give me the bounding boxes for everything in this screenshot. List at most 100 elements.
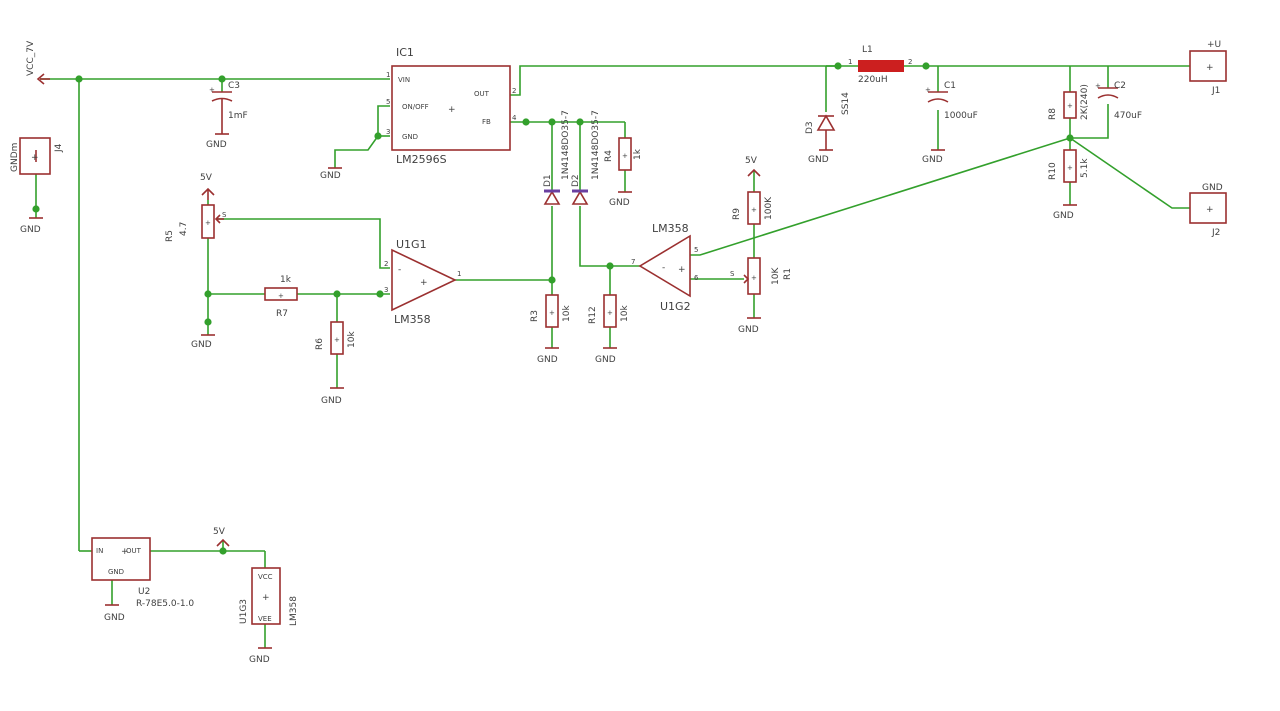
svg-text:1: 1 bbox=[848, 58, 852, 66]
resistor-r4: + R4 1k bbox=[604, 137, 643, 171]
vcc-symbol: VCC_7V bbox=[26, 40, 50, 85]
svg-text:+: + bbox=[1206, 205, 1214, 215]
svg-text:GND: GND bbox=[1202, 183, 1223, 193]
svg-text:2: 2 bbox=[384, 260, 388, 268]
svg-text:+: + bbox=[751, 274, 757, 282]
svg-text:L1: L1 bbox=[862, 45, 873, 55]
svg-text:U1G2: U1G2 bbox=[660, 300, 691, 313]
svg-text:2K(240): 2K(240) bbox=[1080, 84, 1090, 120]
resistor-r7: + 1k R7 bbox=[264, 275, 298, 319]
svg-text:1N4148DO35-7: 1N4148DO35-7 bbox=[591, 110, 601, 180]
svg-text:J2: J2 bbox=[1211, 228, 1220, 238]
svg-text:6: 6 bbox=[694, 274, 699, 282]
potentiometer-r1: + S 10K R1 bbox=[730, 257, 793, 295]
inductor-l1: L1 220uH 1 2 bbox=[848, 45, 912, 85]
svg-text:2: 2 bbox=[512, 87, 516, 95]
svg-text:R6: R6 bbox=[315, 338, 325, 350]
connector-j2: + GND J2 bbox=[1189, 183, 1227, 238]
diode-d2: D2 1N4148DO35-7 bbox=[571, 110, 601, 205]
junction-dot bbox=[376, 290, 384, 298]
svg-text:J1: J1 bbox=[1211, 86, 1220, 96]
svg-text:+: + bbox=[448, 105, 456, 115]
svg-text:IC1: IC1 bbox=[396, 46, 414, 59]
svg-text:+: + bbox=[334, 336, 340, 344]
svg-text:GND: GND bbox=[808, 155, 829, 165]
svg-text:OUT: OUT bbox=[474, 90, 490, 98]
svg-text:1N4148DO35-7: 1N4148DO35-7 bbox=[561, 110, 571, 180]
svg-text:GND: GND bbox=[738, 325, 759, 335]
svg-text:IN: IN bbox=[96, 547, 103, 555]
junction-dot bbox=[922, 62, 930, 70]
regulator-u2: IN OUT GND + U2 R-78E5.0-1.0 bbox=[91, 537, 194, 609]
svg-text:5.1k: 5.1k bbox=[1080, 158, 1090, 178]
supply-5v-u2: 5V bbox=[213, 527, 230, 547]
opamp-u1g3: VCC VEE + U1G3 LM358 bbox=[239, 567, 299, 626]
svg-text:+: + bbox=[678, 265, 686, 275]
svg-text:+: + bbox=[549, 309, 555, 317]
resistor-r12: + R12 10k bbox=[588, 294, 630, 328]
junction-dot bbox=[204, 318, 212, 326]
svg-text:VCC: VCC bbox=[258, 573, 273, 581]
svg-text:GND: GND bbox=[321, 396, 342, 406]
svg-text:R10: R10 bbox=[1048, 162, 1058, 180]
svg-text:GND: GND bbox=[922, 155, 943, 165]
svg-text:LM2596S: LM2596S bbox=[396, 153, 447, 166]
svg-text:4.7: 4.7 bbox=[179, 222, 189, 236]
junction-dot bbox=[374, 132, 382, 140]
junction-dot bbox=[32, 205, 40, 213]
svg-text:U1G3: U1G3 bbox=[239, 599, 249, 624]
resistor-r6: + R6 10k bbox=[315, 321, 357, 355]
resistor-r3: + R3 10k bbox=[530, 294, 572, 328]
svg-text:-: - bbox=[662, 263, 665, 273]
resistor-r9: + R9 100K bbox=[732, 191, 774, 225]
svg-text:OUT: OUT bbox=[126, 547, 142, 555]
resistor-r8: + R8 2K(240) bbox=[1048, 84, 1090, 120]
diode-d3: D3 SS14 bbox=[805, 92, 851, 150]
svg-text:1: 1 bbox=[457, 270, 461, 278]
svg-text:GND: GND bbox=[191, 340, 212, 350]
svg-text:2: 2 bbox=[908, 58, 912, 66]
svg-text:+: + bbox=[751, 206, 757, 214]
svg-text:4: 4 bbox=[512, 114, 517, 122]
gnd-symbols: GND GND GND GND GND GND GND GND GND GND … bbox=[20, 133, 1077, 665]
svg-text:GNDm: GNDm bbox=[10, 143, 20, 172]
svg-text:+U: +U bbox=[1207, 40, 1221, 50]
svg-text:5: 5 bbox=[694, 246, 698, 254]
svg-text:GND: GND bbox=[320, 171, 341, 181]
svg-text:5V: 5V bbox=[745, 156, 758, 166]
svg-text:GND: GND bbox=[609, 198, 630, 208]
capacitor-c3: + C3 1mF bbox=[209, 81, 248, 134]
svg-text:+: + bbox=[31, 153, 39, 163]
svg-text:GND: GND bbox=[402, 133, 418, 141]
junction-dot bbox=[219, 547, 227, 555]
svg-text:LM358: LM358 bbox=[394, 313, 431, 326]
svg-text:GND: GND bbox=[104, 613, 125, 623]
svg-text:D2: D2 bbox=[571, 174, 581, 187]
diode-d1: D1 1N4148DO35-7 bbox=[543, 110, 571, 205]
svg-text:LM358: LM358 bbox=[652, 222, 689, 235]
svg-text:VCC_7V: VCC_7V bbox=[26, 40, 36, 76]
svg-text:R8: R8 bbox=[1048, 108, 1058, 120]
svg-text:LM358: LM358 bbox=[289, 596, 299, 626]
resistor-r10: + R10 5.1k bbox=[1048, 149, 1090, 183]
svg-text:+: + bbox=[209, 86, 215, 94]
svg-text:7: 7 bbox=[631, 258, 635, 266]
opamp-u1g2: LM358 U1G2 + - 5 6 7 bbox=[631, 222, 699, 313]
svg-text:+: + bbox=[121, 547, 129, 557]
svg-text:R5: R5 bbox=[165, 230, 175, 242]
svg-text:+: + bbox=[925, 86, 931, 94]
capacitor-c1: + C1 1000uF bbox=[925, 81, 978, 121]
svg-text:R9: R9 bbox=[732, 208, 742, 220]
svg-text:R-78E5.0-1.0: R-78E5.0-1.0 bbox=[136, 599, 194, 609]
svg-text:U1G1: U1G1 bbox=[396, 238, 427, 251]
svg-text:GND: GND bbox=[595, 355, 616, 365]
svg-text:+: + bbox=[205, 219, 211, 227]
supply-5v-r9: 5V bbox=[745, 156, 761, 177]
svg-text:5V: 5V bbox=[213, 527, 226, 537]
svg-text:VEE: VEE bbox=[258, 615, 272, 623]
svg-text:R1: R1 bbox=[783, 268, 793, 280]
svg-text:+: + bbox=[1206, 63, 1214, 73]
svg-text:GND: GND bbox=[249, 655, 270, 665]
svg-text:220uH: 220uH bbox=[858, 75, 888, 85]
